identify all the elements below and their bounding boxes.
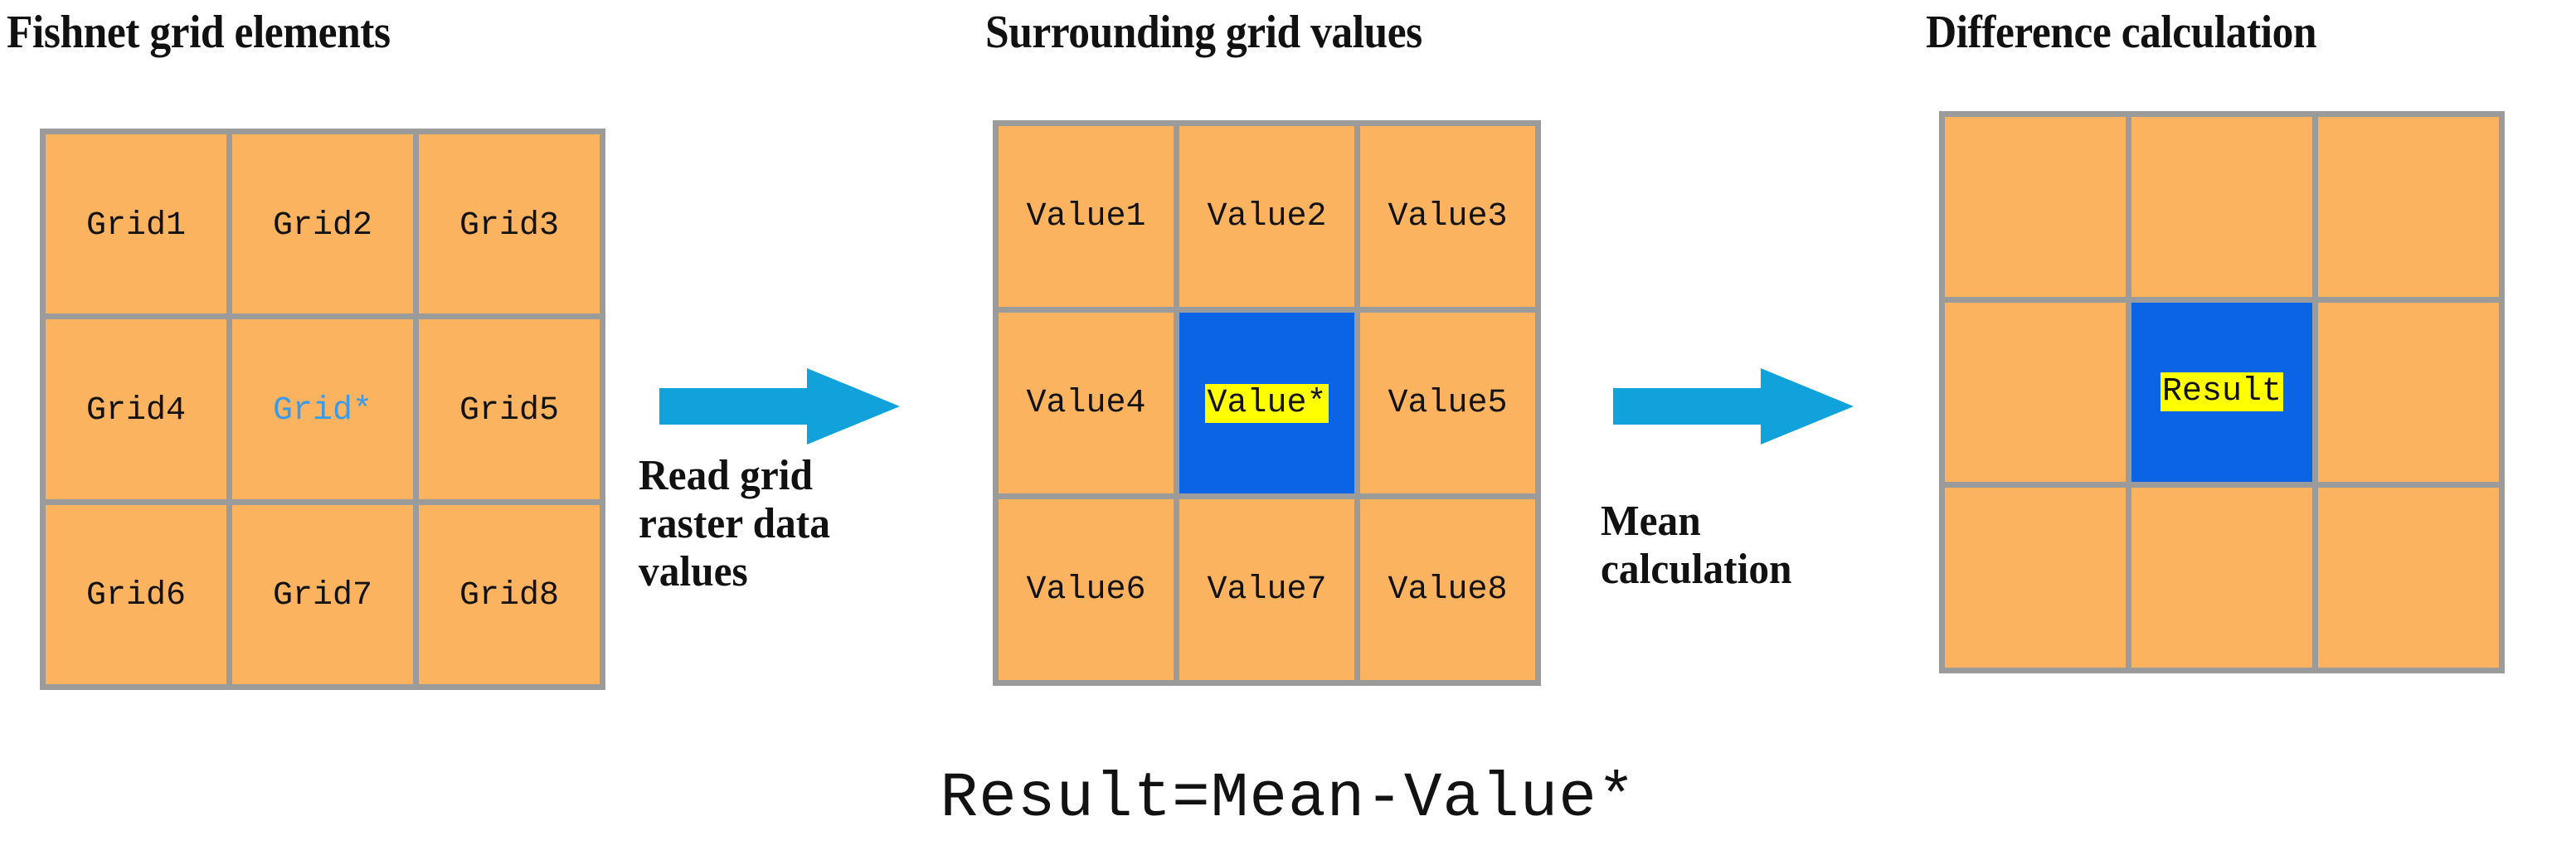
grid-cell[interactable]: Grid7 bbox=[232, 504, 413, 684]
grid-cell-label-center: Result bbox=[2160, 372, 2284, 412]
grid-cell[interactable]: Grid3 bbox=[419, 134, 600, 314]
grid-cell-label: Value6 bbox=[1026, 571, 1146, 609]
grid-cell[interactable]: Value2 bbox=[1179, 126, 1354, 307]
right-arrow-icon bbox=[1613, 365, 1854, 452]
grid-cell[interactable] bbox=[1945, 117, 2126, 297]
grid-cell[interactable]: Value7 bbox=[1179, 499, 1354, 680]
grid-cell[interactable]: Value1 bbox=[999, 126, 1174, 307]
grid-cell[interactable]: Value6 bbox=[999, 499, 1174, 680]
grid-cell-label: Value3 bbox=[1388, 197, 1508, 236]
fishnet-grid: Grid1 Grid2 Grid3 Grid4 Grid* Grid5 Grid… bbox=[40, 129, 605, 690]
panel-title-surrounding: Surrounding grid values bbox=[985, 7, 1422, 58]
result-formula: Result=Mean-Value* bbox=[940, 763, 1636, 834]
surrounding-grid: Value1 Value2 Value3 Value4 Value* Value… bbox=[993, 120, 1541, 686]
grid-cell-center[interactable]: Grid* bbox=[232, 319, 413, 499]
grid-cell-label: Grid2 bbox=[272, 206, 373, 245]
grid-cell[interactable]: Grid2 bbox=[232, 134, 413, 314]
grid-cell-label: Grid6 bbox=[85, 577, 187, 615]
grid-cell[interactable] bbox=[1945, 302, 2126, 483]
panel-title-fishnet: Fishnet grid elements bbox=[7, 7, 391, 58]
grid-cell-center[interactable]: Value* bbox=[1179, 313, 1354, 493]
grid-cell[interactable] bbox=[1945, 488, 2126, 668]
grid-cell[interactable] bbox=[2318, 117, 2499, 297]
panel-title-difference: Difference calculation bbox=[1926, 7, 2317, 58]
grid-cell[interactable] bbox=[2131, 117, 2312, 297]
grid-cell[interactable]: Grid6 bbox=[46, 504, 226, 684]
grid-cell-label: Grid3 bbox=[459, 206, 560, 245]
grid-cell-label: Value4 bbox=[1026, 384, 1146, 422]
grid-cell[interactable]: Value5 bbox=[1360, 313, 1535, 493]
grid-cell[interactable] bbox=[2318, 488, 2499, 668]
step-caption-read-grid: Read grid raster data values bbox=[639, 452, 830, 595]
grid-cell-label-center: Grid* bbox=[272, 391, 373, 430]
grid-cell-label: Grid5 bbox=[459, 391, 560, 430]
grid-cell-label: Grid7 bbox=[272, 577, 373, 615]
grid-cell[interactable]: Grid4 bbox=[46, 319, 226, 499]
grid-cell-label: Grid8 bbox=[459, 577, 560, 615]
grid-cell-label: Value1 bbox=[1026, 197, 1146, 236]
grid-cell[interactable] bbox=[2131, 488, 2312, 668]
step-caption-mean-calculation: Mean calculation bbox=[1601, 498, 1792, 593]
grid-cell-label: Value5 bbox=[1388, 384, 1508, 422]
grid-cell[interactable] bbox=[2318, 302, 2499, 483]
grid-cell[interactable]: Value8 bbox=[1360, 499, 1535, 680]
right-arrow-icon bbox=[659, 365, 900, 452]
grid-cell[interactable]: Value3 bbox=[1360, 126, 1535, 307]
grid-cell-label-center: Value* bbox=[1205, 383, 1329, 423]
grid-cell[interactable]: Grid5 bbox=[419, 319, 600, 499]
grid-cell-label: Grid4 bbox=[85, 391, 187, 430]
grid-cell-label: Value2 bbox=[1207, 197, 1327, 236]
difference-grid: Result bbox=[1939, 111, 2505, 673]
grid-cell[interactable]: Value4 bbox=[999, 313, 1174, 493]
grid-cell[interactable]: Grid1 bbox=[46, 134, 226, 314]
grid-cell-center[interactable]: Result bbox=[2131, 302, 2312, 483]
grid-cell-label: Value8 bbox=[1388, 571, 1508, 609]
grid-cell-label: Grid1 bbox=[85, 206, 187, 245]
grid-cell-label: Value7 bbox=[1207, 571, 1327, 609]
grid-cell[interactable]: Grid8 bbox=[419, 504, 600, 684]
